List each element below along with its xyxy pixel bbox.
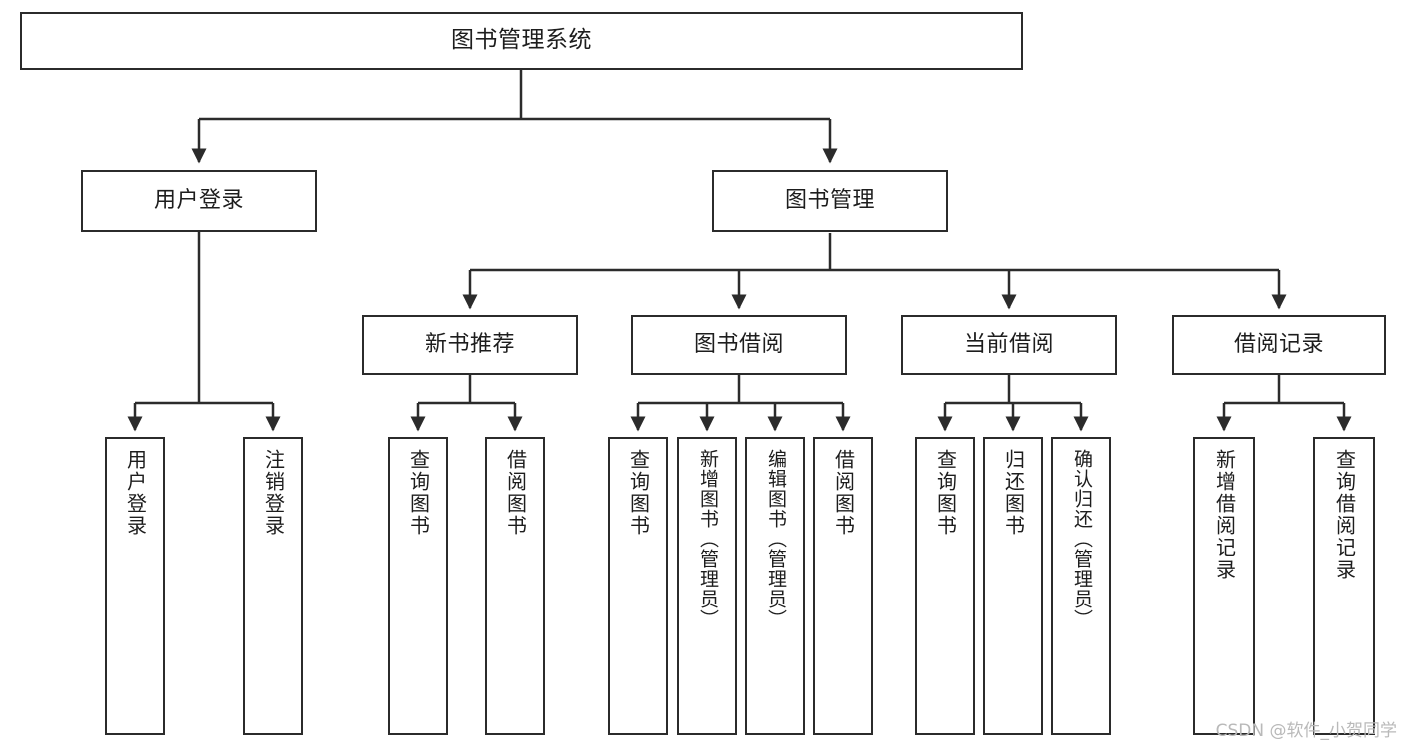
node-leaf-confirm-return-admin-label: 确认归还（管理员） [1070, 449, 1093, 629]
watermark: CSDN @软件_小贺同学 [1215, 721, 1397, 741]
node-leaf-query-book-3-label: 查询图书 [933, 449, 958, 537]
node-borrow-record-label: 借阅记录 [1233, 332, 1324, 358]
node-new-book-recommend-label: 新书推荐 [424, 332, 515, 358]
node-leaf-query-book-2-label: 查询图书 [626, 449, 651, 537]
node-current-borrow[interactable]: 当前借阅 [901, 315, 1117, 375]
node-leaf-borrow-book-2-label: 借阅图书 [831, 449, 856, 537]
node-leaf-return-book[interactable]: 归还图书 [983, 437, 1043, 735]
node-leaf-query-book-1[interactable]: 查询图书 [388, 437, 448, 735]
node-leaf-edit-book-admin-label: 编辑图书（管理员） [764, 449, 787, 629]
node-leaf-edit-book-admin[interactable]: 编辑图书（管理员） [745, 437, 805, 735]
node-leaf-logout-label: 注销登录 [261, 449, 286, 537]
node-book-borrow[interactable]: 图书借阅 [631, 315, 847, 375]
node-root-label: 图书管理系统 [451, 27, 592, 54]
node-current-borrow-label: 当前借阅 [963, 332, 1054, 358]
node-leaf-query-borrow-record[interactable]: 查询借阅记录 [1313, 437, 1375, 735]
node-leaf-query-borrow-record-label: 查询借阅记录 [1332, 449, 1357, 581]
node-root[interactable]: 图书管理系统 [20, 12, 1023, 70]
node-borrow-record[interactable]: 借阅记录 [1172, 315, 1386, 375]
node-leaf-user-login-label: 用户登录 [123, 449, 148, 537]
node-leaf-confirm-return-admin[interactable]: 确认归还（管理员） [1051, 437, 1111, 735]
node-leaf-return-book-label: 归还图书 [1001, 449, 1026, 537]
node-leaf-query-book-3[interactable]: 查询图书 [915, 437, 975, 735]
node-leaf-user-login[interactable]: 用户登录 [105, 437, 165, 735]
node-book-manage[interactable]: 图书管理 [712, 170, 948, 232]
node-leaf-add-borrow-record[interactable]: 新增借阅记录 [1193, 437, 1255, 735]
node-leaf-add-book-admin-label: 新增图书（管理员） [696, 449, 719, 629]
node-leaf-logout[interactable]: 注销登录 [243, 437, 303, 735]
node-leaf-query-book-1-label: 查询图书 [406, 449, 431, 537]
node-book-manage-label: 图书管理 [784, 188, 875, 214]
node-leaf-borrow-book-2[interactable]: 借阅图书 [813, 437, 873, 735]
node-user-login-label: 用户登录 [153, 188, 244, 214]
node-new-book-recommend[interactable]: 新书推荐 [362, 315, 578, 375]
node-leaf-borrow-book-1[interactable]: 借阅图书 [485, 437, 545, 735]
node-leaf-add-book-admin[interactable]: 新增图书（管理员） [677, 437, 737, 735]
node-user-login[interactable]: 用户登录 [81, 170, 317, 232]
node-book-borrow-label: 图书借阅 [693, 332, 784, 358]
node-leaf-borrow-book-1-label: 借阅图书 [503, 449, 528, 537]
node-leaf-query-book-2[interactable]: 查询图书 [608, 437, 668, 735]
node-leaf-add-borrow-record-label: 新增借阅记录 [1212, 449, 1237, 581]
